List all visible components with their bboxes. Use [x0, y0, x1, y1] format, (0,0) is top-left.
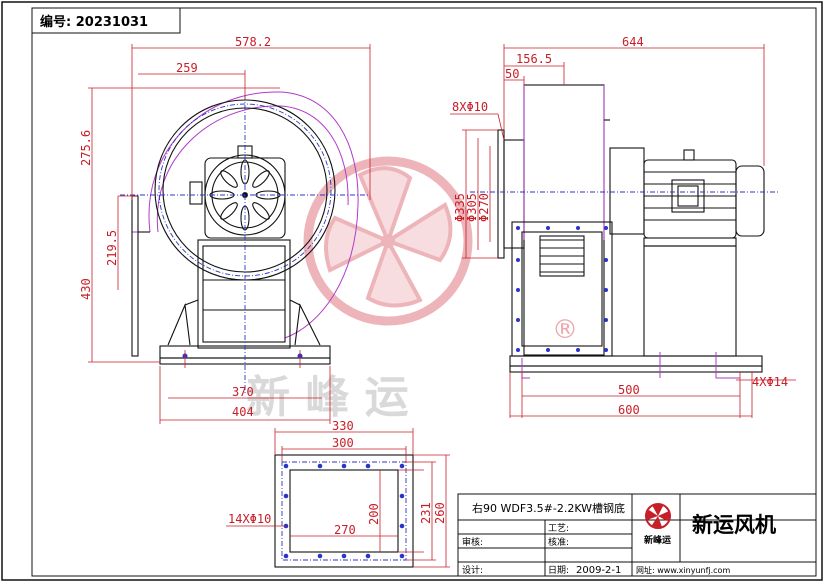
dim-front-width: 578.2	[235, 35, 271, 49]
dim-base-holes: 4XΦ14	[752, 375, 788, 389]
company-logo-icon	[645, 503, 671, 529]
registered-mark: ®	[552, 315, 578, 345]
date-value: 2009-2-1	[576, 565, 621, 576]
verify-label: 核准:	[548, 536, 569, 548]
title-block: 右90 WDF3.5#-2.2KW槽钢底 工艺: 审核: 核准: 设计: 日期:…	[457, 493, 817, 577]
model-name: 右90 WDF3.5#-2.2KW槽钢底	[472, 501, 625, 515]
serial-box	[31, 7, 181, 34]
date-label: 日期:	[548, 565, 569, 576]
logo-text: 新峰运	[644, 534, 672, 546]
dim-flange-holes: 14XΦ10	[228, 512, 271, 526]
side-base	[509, 355, 763, 367]
watermark-text: 新 峰 运	[246, 372, 409, 423]
dim-flange-h-outer: 260	[433, 502, 447, 524]
dim-flange-h-mid: 231	[419, 502, 433, 524]
dim-base-outer: 404	[232, 405, 254, 419]
dim-side-base-inner: 500	[618, 383, 640, 397]
dim-flange-depth: 50	[505, 67, 519, 81]
design-label: 设计:	[462, 564, 483, 576]
dim-front-height: 430	[79, 278, 93, 300]
dim-side-width: 644	[622, 35, 644, 49]
flange-view: 330 300 270 14XΦ10 200 231 260	[226, 419, 450, 568]
dim-flange-w-outer: 330	[332, 419, 354, 433]
dim-base-inner: 370	[232, 385, 254, 399]
side-view: 644 156.5 50 8XΦ10 Φ335 Φ305 Φ270 500 60…	[450, 35, 796, 418]
company-website: 网址: www.xinyunfj.com	[636, 565, 730, 575]
check-label: 审核:	[462, 536, 483, 548]
dim-side-outlet-offset: 156.5	[516, 52, 552, 66]
volute-inner	[156, 105, 349, 233]
dim-inlet-d3: Φ270	[477, 193, 491, 222]
volute-outline	[148, 91, 359, 339]
dim-outlet-height: 275.6	[79, 130, 93, 166]
dim-flange-w-inner: 270	[334, 523, 356, 537]
company-name: 新运风机	[692, 513, 776, 537]
dim-side-base-outer: 600	[618, 403, 640, 417]
dim-flange-h-inner: 200	[367, 503, 381, 525]
serial-number: 编号: 20231031	[40, 14, 148, 30]
drawing-frame	[31, 7, 817, 577]
dim-inlet-holes: 8XΦ10	[452, 100, 488, 114]
flange-outer	[274, 454, 414, 568]
process-label: 工艺:	[548, 523, 569, 534]
dim-inlet-d2: Φ305	[465, 193, 479, 222]
dim-outlet-offset: 259	[176, 61, 198, 75]
front-view: 578.2 259 275.6 219.5 430 370 404	[79, 35, 371, 424]
dim-flange-w-mid: 300	[332, 436, 354, 450]
watermark-logo	[303, 156, 473, 326]
dim-inlet-d1: Φ335	[453, 193, 467, 222]
pedestal	[197, 239, 291, 349]
dim-outlet-lower: 219.5	[105, 230, 119, 266]
